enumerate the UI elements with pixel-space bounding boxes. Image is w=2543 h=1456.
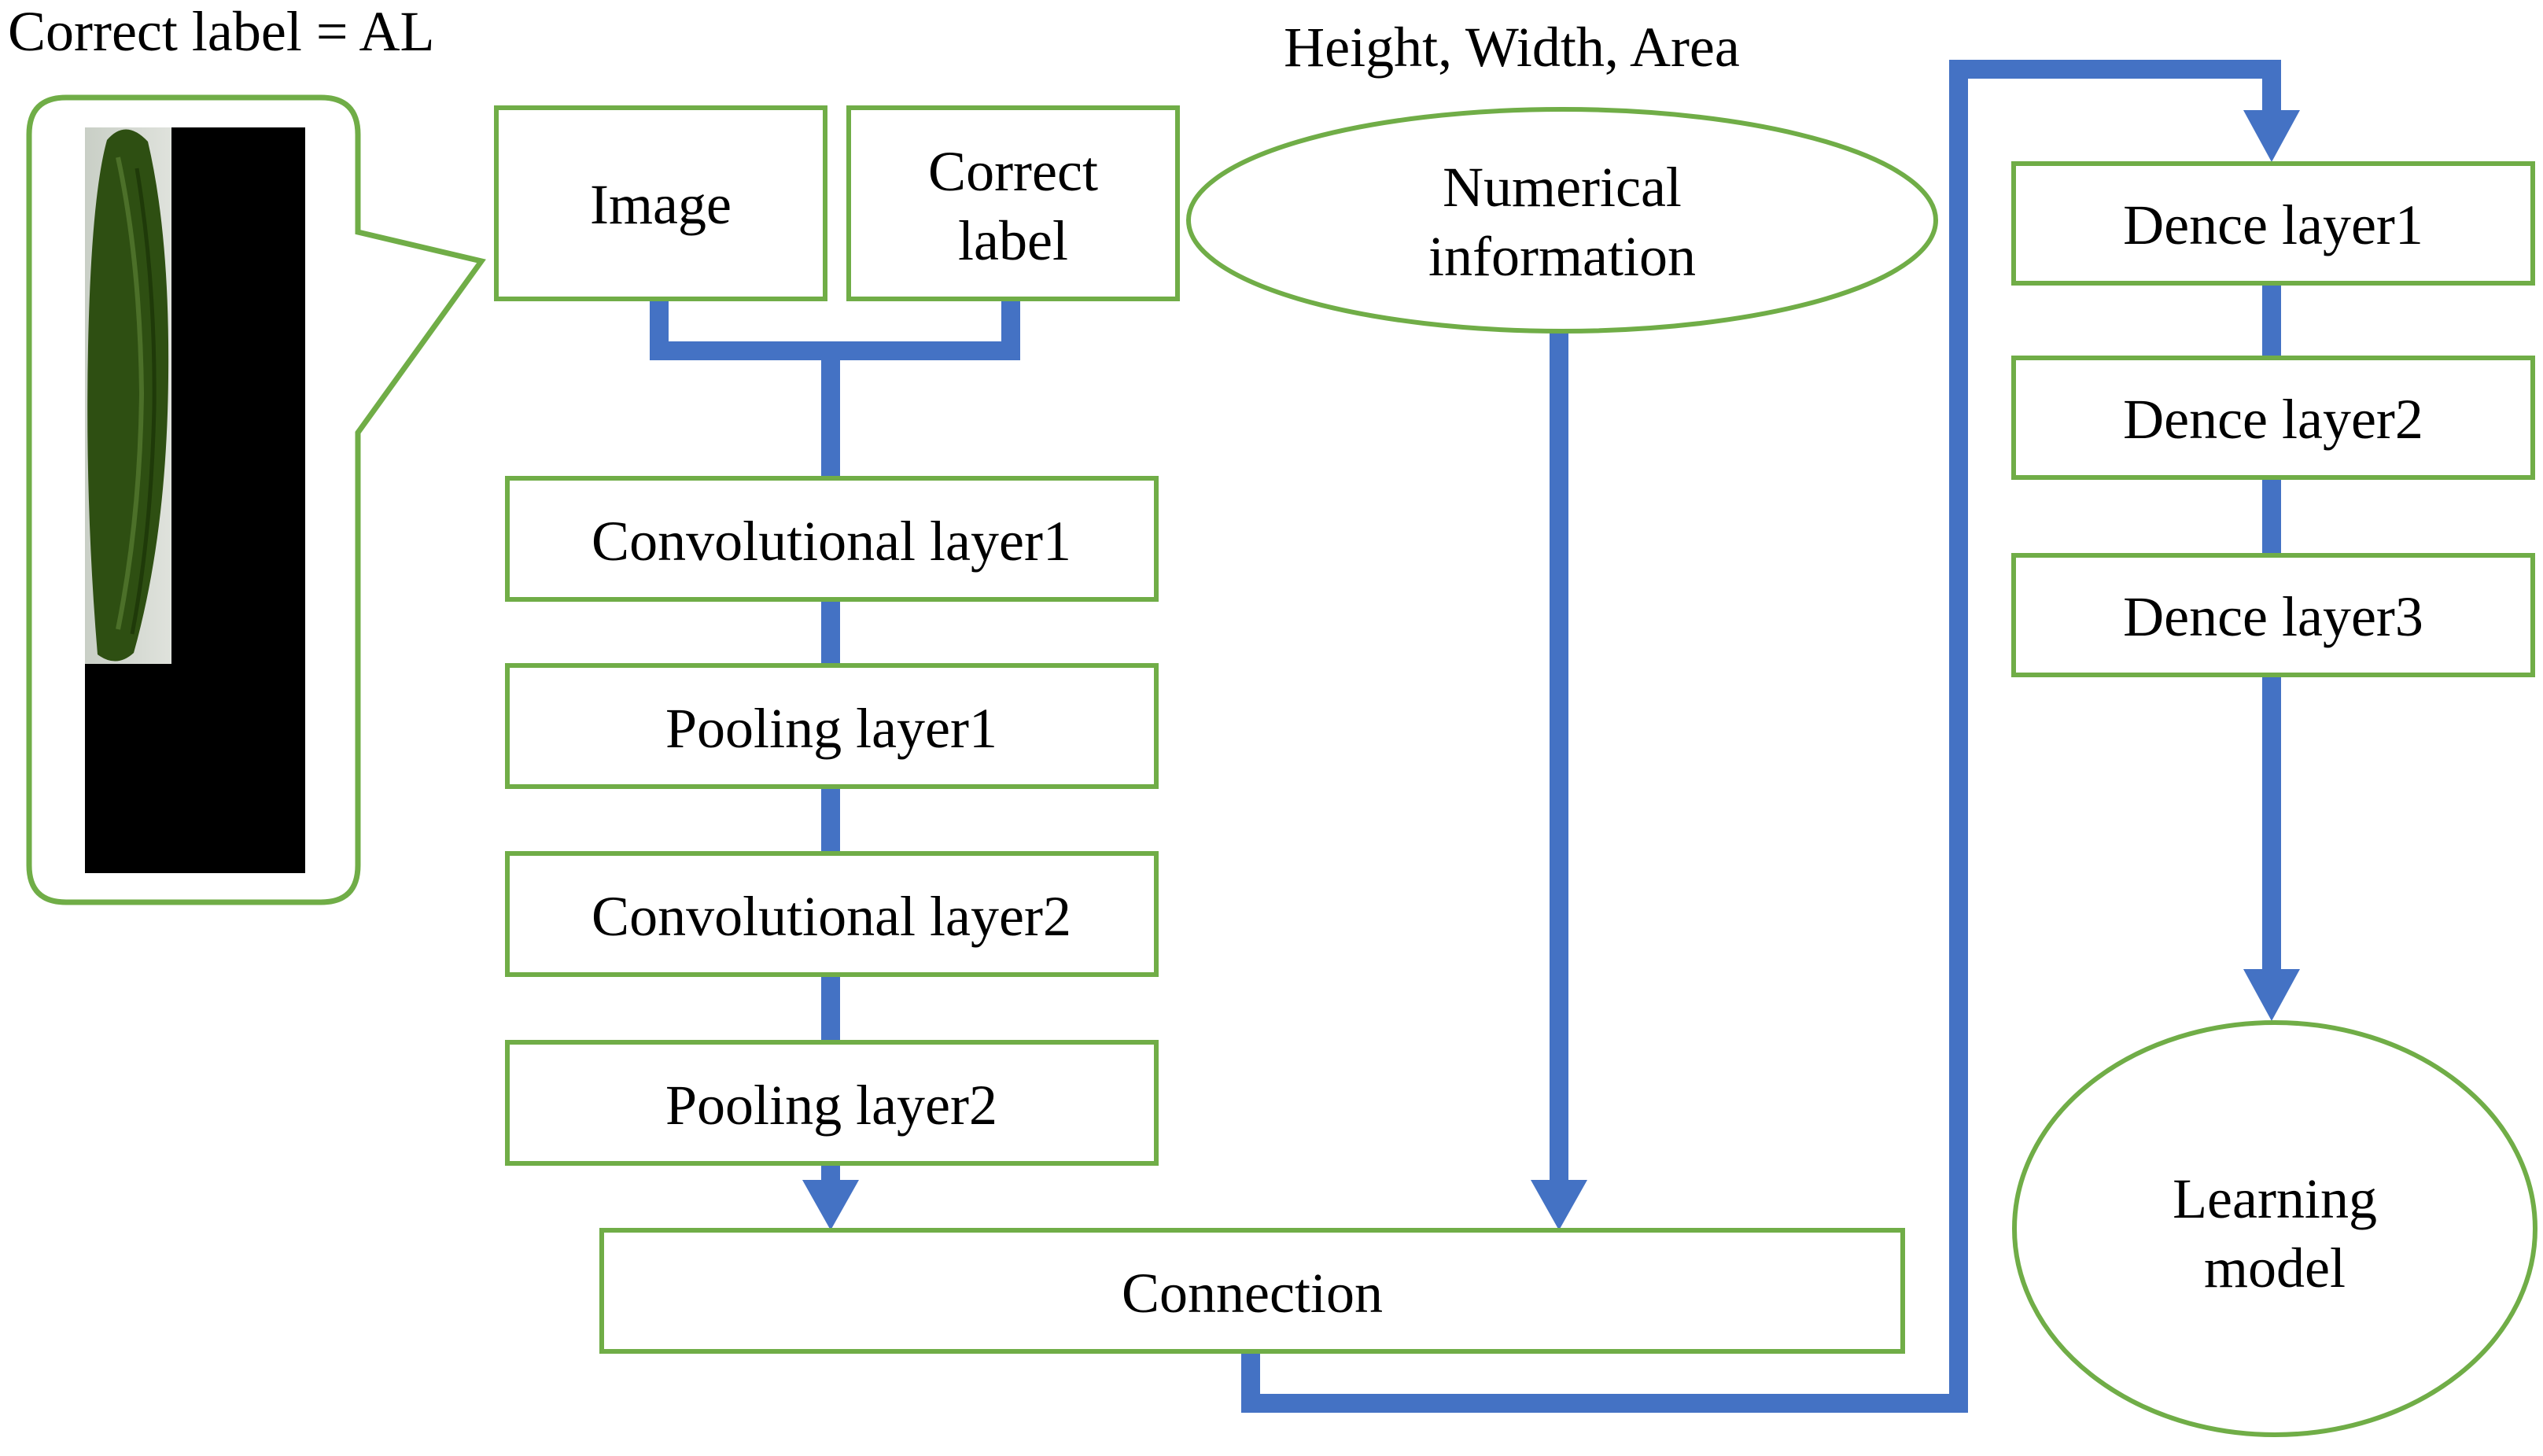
- learning-model-ellipse: Learning model: [2012, 1020, 2537, 1437]
- svg-text:Convolutional layer1: Convolutional layer1: [592, 510, 1071, 573]
- conv-layer1-box: Convolutional layer1: [505, 476, 1159, 602]
- connection-box: Connection: [599, 1228, 1905, 1354]
- numerical-information-ellipse: Numerical information: [1186, 107, 1938, 334]
- svg-text:label: label: [958, 209, 1068, 272]
- pooling-layer2-box: Pooling layer2: [505, 1040, 1159, 1166]
- svg-text:information: information: [1428, 225, 1696, 288]
- connection-to-dense-line: [1241, 60, 2281, 1413]
- merge-bracket: [650, 299, 1020, 360]
- image-box: Image: [494, 105, 827, 301]
- sample-caption: Correct label = AL: [8, 0, 434, 63]
- image-callout: [26, 94, 486, 905]
- svg-text:Numerical: Numerical: [1443, 156, 1682, 219]
- arrow-numerical-to-connection: [1531, 1180, 1587, 1230]
- svg-text:Image: Image: [590, 173, 732, 236]
- svg-text:Learning: Learning: [2173, 1167, 2377, 1230]
- svg-text:model: model: [2204, 1237, 2346, 1299]
- arrow-into-dense1: [2243, 110, 2300, 162]
- dense-layer1-box: Dence layer1: [2011, 161, 2535, 286]
- svg-text:Convolutional layer2: Convolutional layer2: [592, 885, 1071, 948]
- svg-text:Correct: Correct: [928, 140, 1098, 203]
- svg-text:Pooling layer2: Pooling layer2: [665, 1074, 997, 1137]
- arrowheads: [802, 110, 2300, 1230]
- correct-label-box: Correct label: [846, 105, 1180, 301]
- conv-layer2-box: Convolutional layer2: [505, 851, 1159, 977]
- svg-text:Dence layer3: Dence layer3: [2123, 585, 2423, 648]
- arrow-into-learning-model: [2243, 969, 2300, 1021]
- svg-text:Dence layer1: Dence layer1: [2123, 194, 2423, 256]
- numerical-caption: Height, Width, Area: [1284, 16, 1740, 79]
- svg-text:Pooling layer1: Pooling layer1: [665, 697, 997, 760]
- cucumber-sample-image: [85, 127, 305, 873]
- svg-text:Dence layer2: Dence layer2: [2123, 388, 2423, 451]
- pooling-layer1-box: Pooling layer1: [505, 663, 1159, 789]
- dense-layer3-box: Dence layer3: [2011, 553, 2535, 677]
- dense-layer2-box: Dence layer2: [2011, 356, 2535, 480]
- svg-text:Connection: Connection: [1122, 1262, 1383, 1325]
- arrow-cnn-to-connection: [802, 1180, 859, 1230]
